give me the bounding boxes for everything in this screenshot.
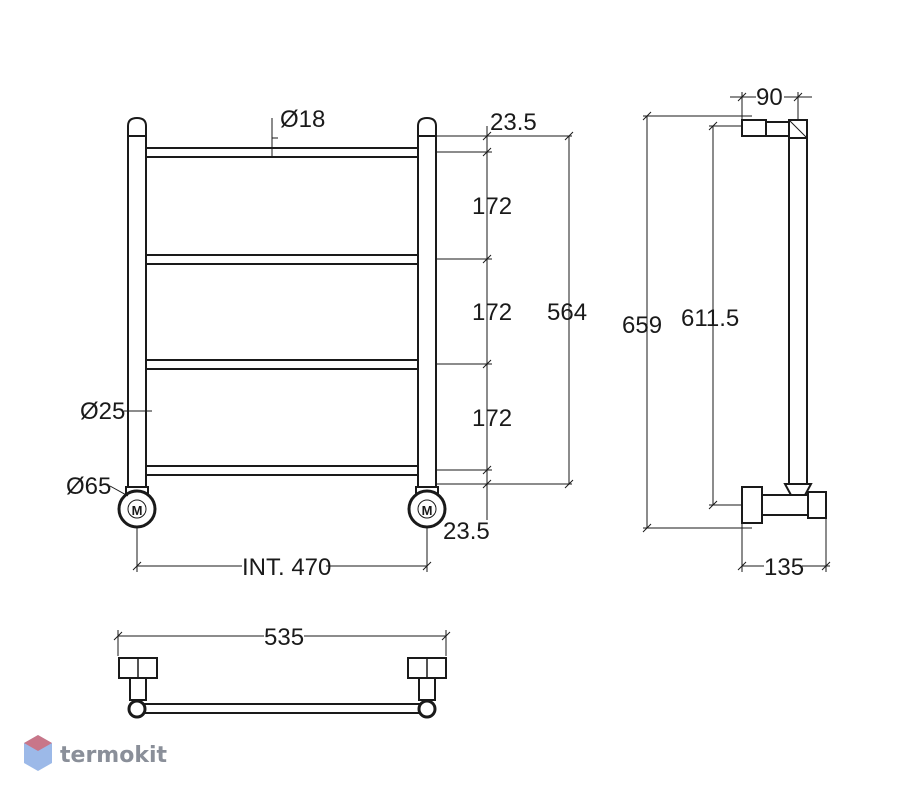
overall-width-label: 535 — [264, 624, 304, 651]
side-height-label: 611.5 — [681, 305, 739, 332]
left-cap — [127, 116, 147, 137]
spacing-label-2: 172 — [472, 299, 512, 326]
top-depth-label: 90 — [756, 84, 783, 111]
side-bottom-bracket — [741, 486, 763, 524]
top-offset-label: 23.5 — [490, 109, 537, 136]
side-top-bracket — [741, 119, 767, 137]
svg-text:M: M — [132, 503, 143, 518]
upright-diameter-label: Ø25 — [80, 398, 125, 425]
left-wall-mount: M — [117, 489, 157, 529]
rail-4 — [145, 465, 419, 476]
rail-3 — [145, 359, 419, 370]
top-left-end — [127, 699, 147, 719]
logo-text: termokit — [60, 743, 167, 768]
rail-2 — [145, 254, 419, 265]
side-view: 90 659 611.5 135 — [622, 84, 831, 581]
bottom-offset-label: 23.5 — [443, 518, 490, 545]
top-right-end — [417, 699, 437, 719]
overall-height-label: 659 — [622, 312, 662, 339]
bottom-depth-label: 135 — [764, 554, 804, 581]
right-upright — [417, 133, 437, 495]
right-wall-mount: M — [407, 489, 447, 529]
rail-span-label: 564 — [547, 299, 587, 326]
base-diameter-label: Ø65 — [66, 473, 111, 500]
termokit-logo: termokit — [24, 735, 167, 771]
svg-text:M: M — [422, 503, 433, 518]
left-upright — [127, 133, 147, 495]
top-view: 535 — [113, 624, 451, 719]
right-cap — [417, 116, 437, 137]
side-tube — [788, 135, 808, 485]
spacing-label-1: 172 — [472, 193, 512, 220]
interior-width-label: INT. 470 — [242, 554, 331, 581]
top-rail — [137, 703, 427, 714]
rail-1 — [145, 147, 419, 158]
tube-diameter-label: Ø18 — [280, 106, 325, 133]
spacing-label-3: 172 — [472, 405, 512, 432]
front-view: M M Ø18 Ø25 Ø65 — [66, 106, 587, 581]
